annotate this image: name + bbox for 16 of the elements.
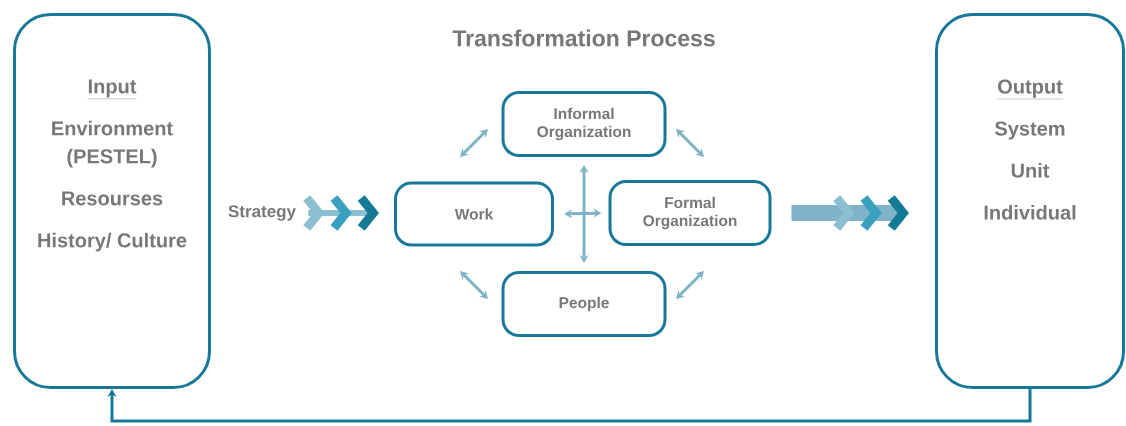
arrow bbox=[676, 271, 704, 299]
arrow bbox=[579, 165, 589, 263]
panel-box: Output System Unit Individual bbox=[935, 13, 1125, 389]
process-box: Work bbox=[394, 181, 554, 247]
process-box: Informal Organization bbox=[501, 91, 667, 157]
process-box: People bbox=[501, 271, 667, 337]
label-text: Strategy bbox=[228, 205, 296, 221]
chevron-arrow bbox=[791, 195, 909, 231]
panel-box: Input Environment (PESTEL) Resourses History/ Culture bbox=[13, 13, 211, 389]
arrow bbox=[107, 389, 1032, 423]
arrow bbox=[460, 271, 488, 299]
arrow bbox=[460, 129, 488, 157]
process-box: Formal Organization bbox=[608, 180, 772, 246]
chevron-arrow bbox=[303, 195, 379, 231]
title: Transformation Process bbox=[452, 29, 715, 47]
arrow bbox=[676, 129, 704, 157]
